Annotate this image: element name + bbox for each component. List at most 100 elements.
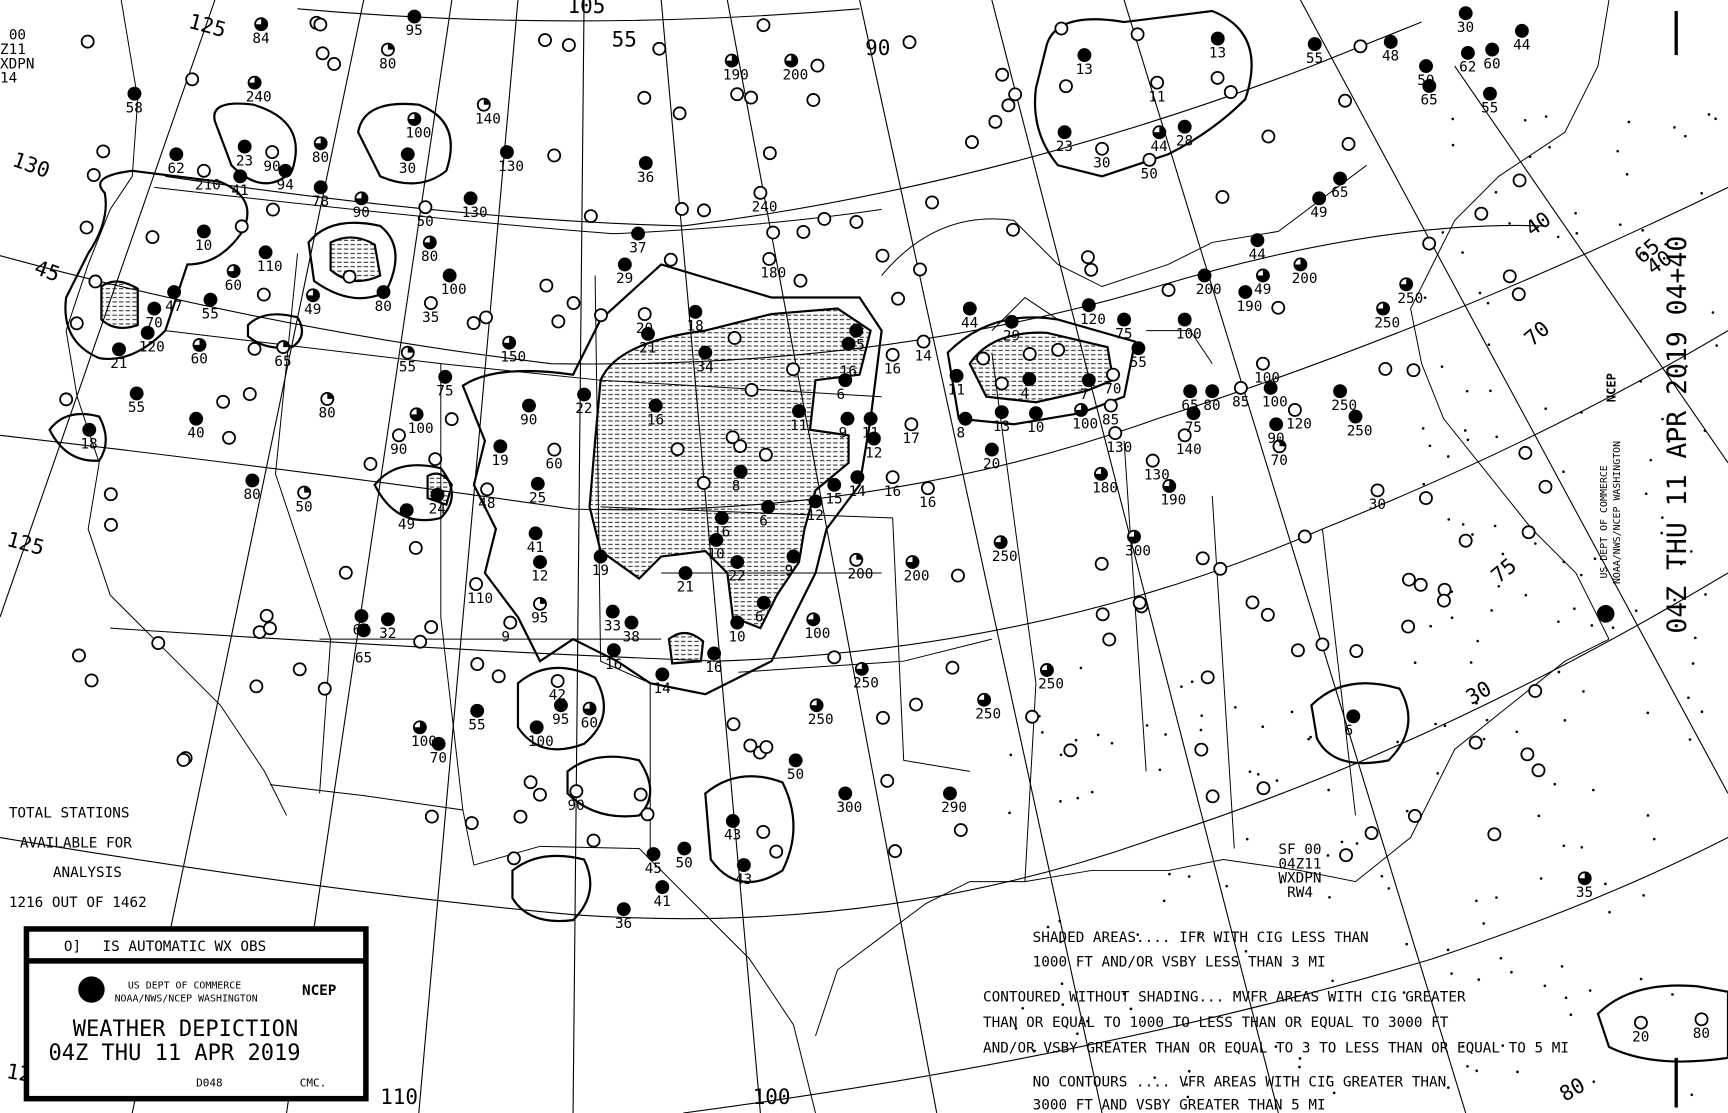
station-clear-icon — [1256, 781, 1271, 796]
station-plot — [320, 391, 335, 406]
station-clear-icon — [1378, 361, 1393, 376]
grid-dot — [1482, 737, 1486, 741]
station-plot — [196, 224, 211, 239]
station-plot — [949, 368, 964, 383]
station-plot — [994, 405, 1009, 420]
grid-dot — [1516, 1070, 1519, 1074]
grid-dot — [1661, 516, 1664, 519]
grid-dot — [1423, 296, 1427, 299]
grid-dot — [1495, 896, 1498, 899]
ceiling-label: 250 — [808, 712, 834, 728]
station-plot — [1333, 171, 1348, 186]
station-clear-icon — [827, 650, 842, 665]
grid-dot — [1428, 444, 1432, 448]
mvfr-area — [946, 316, 1137, 426]
grid-dot — [1671, 993, 1674, 996]
grid-dot — [1451, 117, 1455, 121]
sky-cover-fill — [190, 412, 203, 425]
ceiling-label: 95 — [552, 712, 569, 728]
grid-dot — [1086, 1019, 1089, 1023]
grid-dot — [1641, 229, 1644, 232]
station-plot — [313, 136, 328, 151]
sky-cover-icon — [1095, 141, 1109, 156]
station-plot — [1150, 75, 1165, 90]
ceiling-label: 12 — [865, 445, 882, 461]
ceiling-label: 35 — [1576, 885, 1593, 901]
grid-dot — [1689, 550, 1693, 553]
grid-dot — [1562, 560, 1566, 564]
sky-cover-fill — [1127, 530, 1141, 543]
grid-dot — [1309, 735, 1312, 739]
ceiling-label: 100 — [1176, 326, 1202, 342]
sky-cover-fill — [578, 388, 591, 401]
grid-dot — [1090, 790, 1094, 794]
station-plot — [127, 86, 142, 101]
grid-dot — [1673, 126, 1676, 129]
station-clear-icon — [266, 202, 280, 217]
lon-85-line — [991, 0, 1279, 1113]
ceiling-label: 250 — [1397, 291, 1423, 307]
lon-label: 125 — [186, 9, 229, 42]
ceiling-label: 44 — [1151, 139, 1168, 155]
code-line: RW4 — [1287, 885, 1313, 901]
sky-cover-fill — [1206, 385, 1219, 398]
sky-cover-icon — [469, 577, 484, 591]
sky-cover-fill — [1163, 479, 1176, 493]
ceiling-label: 50 — [787, 767, 804, 783]
sky-cover-fill — [530, 721, 543, 734]
station-clear-icon — [262, 621, 277, 636]
station-clear-icon — [909, 697, 923, 712]
ceiling-label: 200 — [847, 567, 873, 583]
grid-dot — [1490, 609, 1493, 612]
ceiling-label: 250 — [975, 706, 1001, 722]
ceiling-label: 11 — [790, 418, 807, 434]
sky-cover-icon — [1694, 1012, 1709, 1027]
sky-cover-fill — [1040, 663, 1054, 677]
station-plot — [784, 53, 799, 68]
ceiling-label: 19 — [592, 563, 609, 579]
ceiling-label: 60 — [225, 278, 242, 294]
ceiling-label: 90 — [390, 442, 407, 458]
grid-dot — [1685, 365, 1688, 368]
station-clear-icon — [59, 392, 74, 407]
sky-cover-fill — [494, 440, 507, 453]
ceiling-label: 100 — [1254, 370, 1280, 386]
station-clear-icon — [145, 230, 160, 245]
station-clear-icon — [1025, 709, 1040, 724]
ceiling-label: 49 — [398, 517, 415, 533]
product-code: SF 00 04Z11 WXDPN RW4 — [1278, 842, 1321, 901]
station-clear-icon — [1402, 572, 1416, 587]
station-clear-icon — [561, 38, 576, 53]
sky-cover-fill — [1029, 407, 1042, 420]
grid-dot — [1326, 854, 1330, 857]
valid-time: 04Z THU 11 APR 2019 — [48, 1041, 300, 1066]
ceiling-label: 37 — [629, 240, 646, 256]
ceiling-label: 41 — [654, 894, 671, 910]
mvfr-area — [516, 666, 605, 751]
ceiling-label: 48 — [478, 496, 495, 512]
station-plot — [258, 245, 273, 260]
sky-cover-fill — [757, 596, 770, 609]
sky-cover-fill — [785, 54, 798, 67]
station-clear-icon — [80, 34, 95, 49]
station-plot — [1142, 152, 1157, 167]
grid-dot — [1014, 1027, 1018, 1030]
station-clear-icon — [1102, 632, 1117, 647]
station-plot — [1312, 191, 1327, 206]
grid-dot — [1618, 223, 1622, 226]
grid-dot — [1687, 696, 1690, 700]
ceiling-label: 17 — [903, 431, 920, 447]
sky-cover-fill — [1118, 313, 1131, 326]
grid-dot — [1186, 1095, 1190, 1099]
ceiling-label: 8 — [957, 425, 966, 441]
sky-cover-icon — [391, 428, 406, 443]
grid-dot — [1110, 741, 1114, 745]
grid-dot — [1616, 149, 1619, 153]
station-plot — [247, 75, 262, 90]
grid-dot — [1553, 782, 1557, 786]
lon-label: 125 — [4, 527, 47, 560]
sky-cover-fill — [400, 504, 413, 517]
station-plot — [1269, 417, 1284, 432]
station-clear-icon — [538, 33, 552, 48]
sky-cover-fill — [1264, 381, 1277, 394]
